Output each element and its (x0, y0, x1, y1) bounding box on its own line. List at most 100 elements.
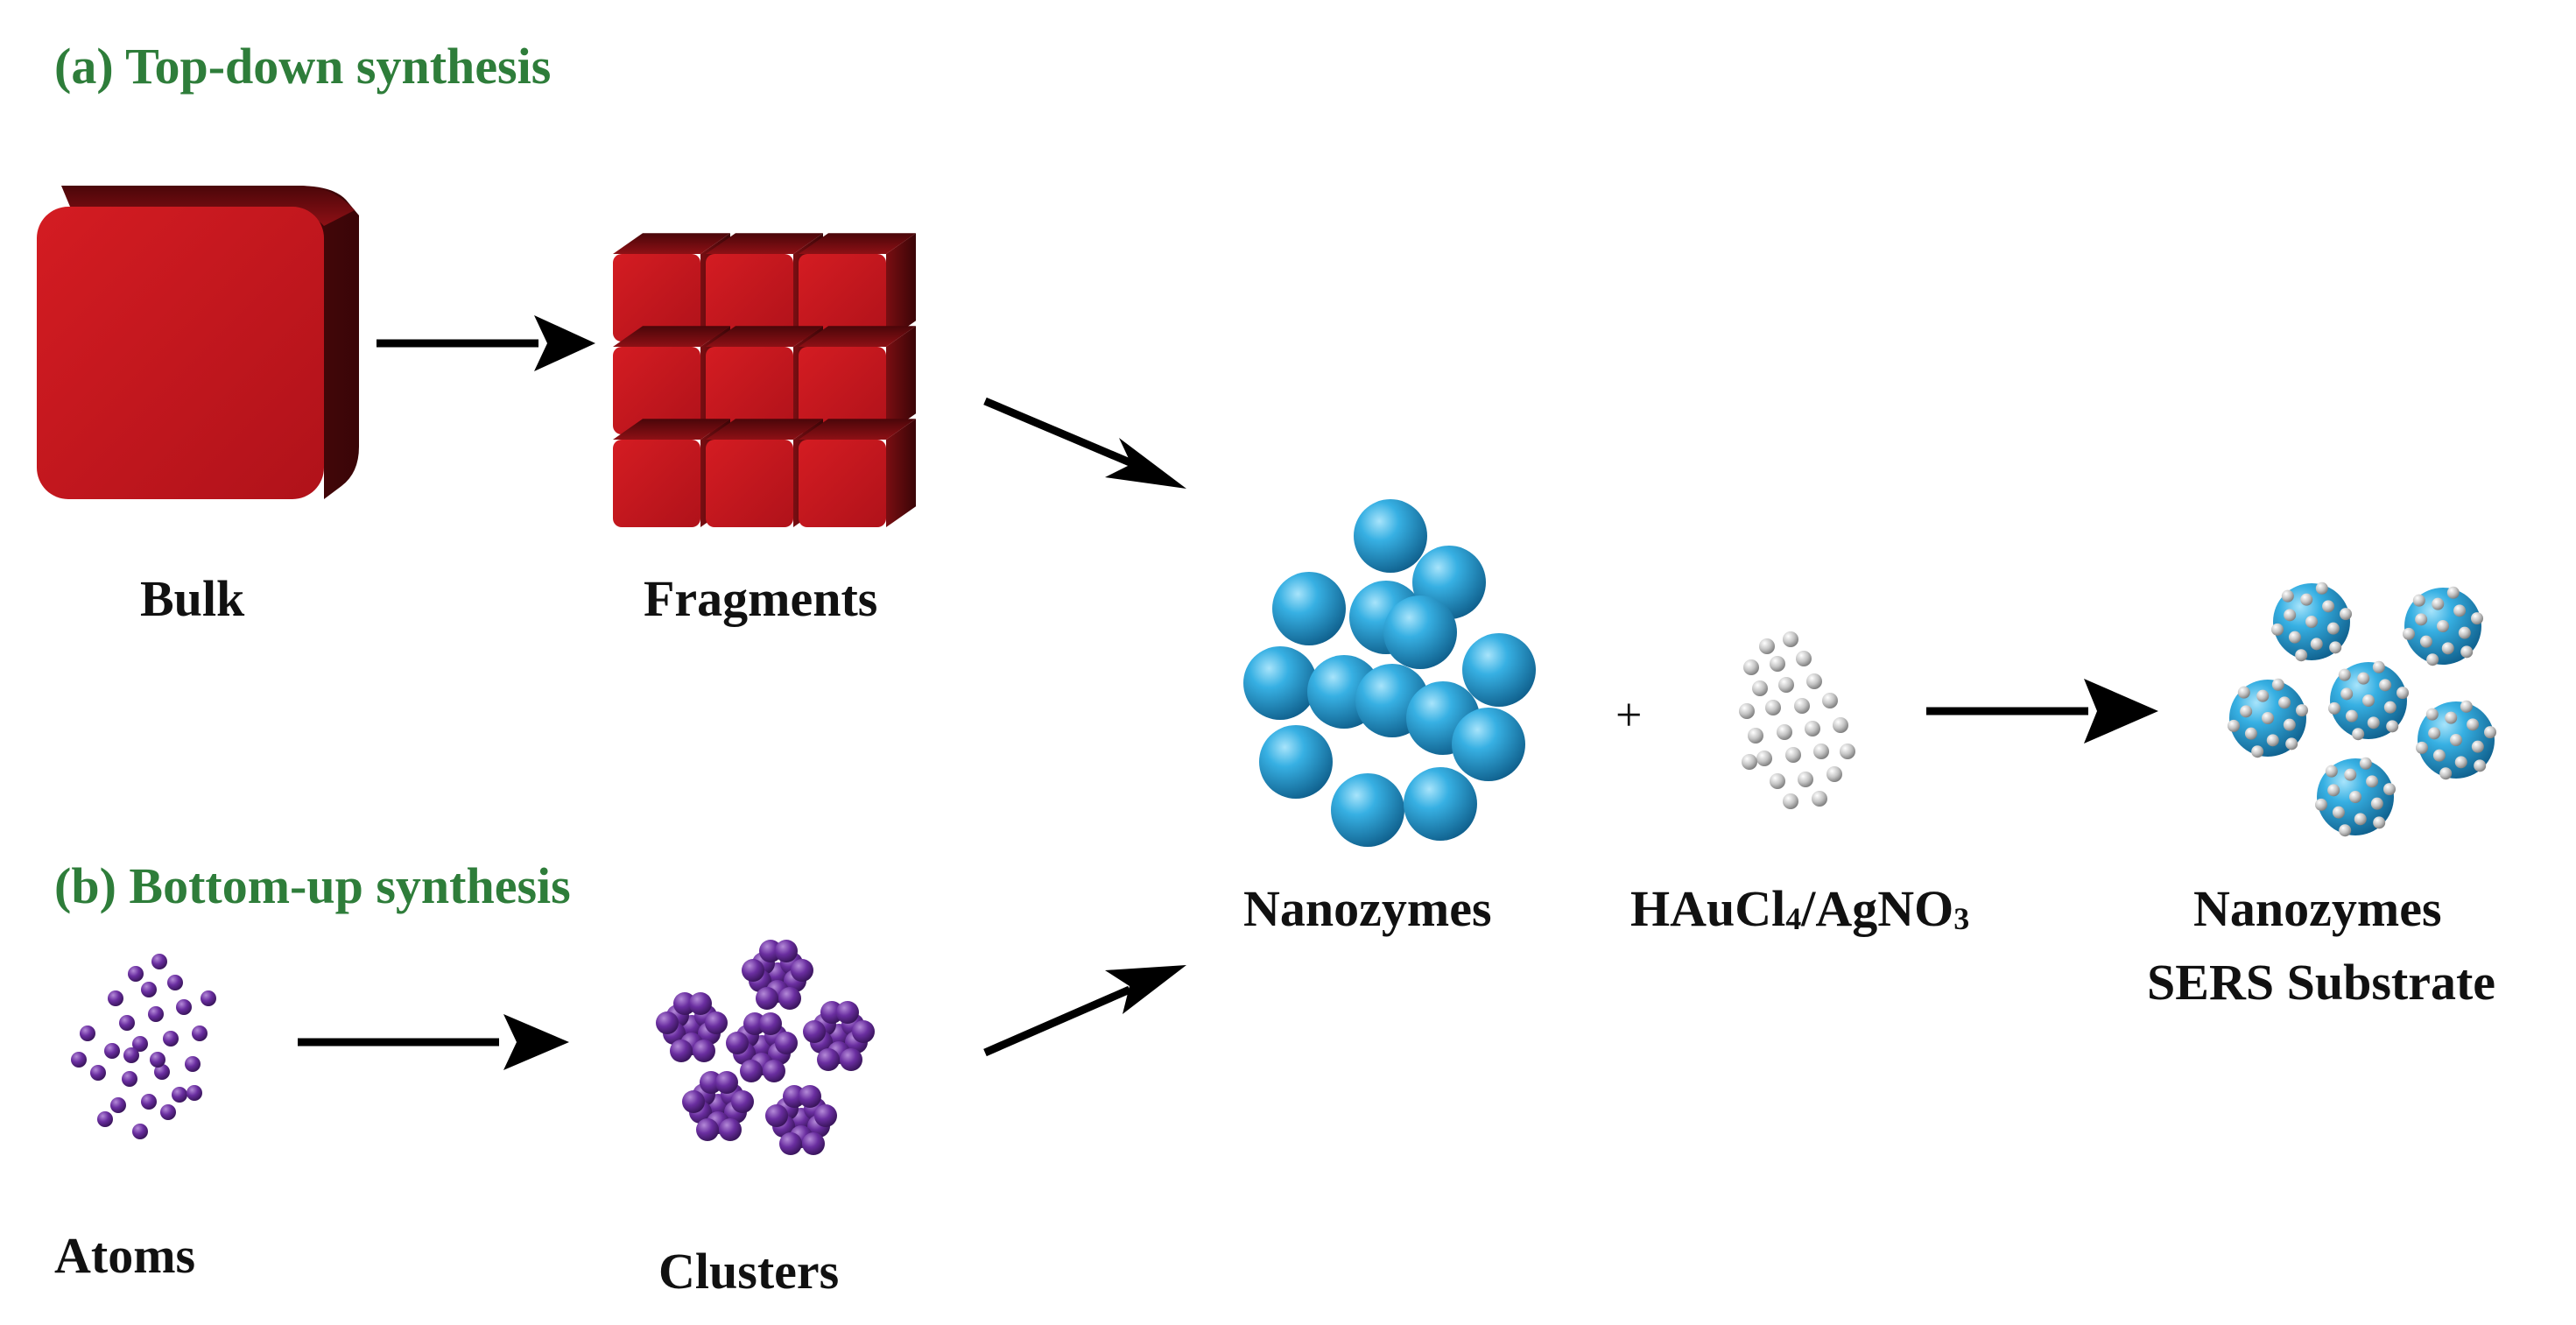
cluster-bead (673, 992, 696, 1015)
sers-substrate-icon (2227, 581, 2497, 837)
sers-stud (2373, 816, 2386, 829)
atom-dot (141, 1094, 157, 1110)
cluster-bead (756, 987, 778, 1010)
reagent-part1: HAuCl (1630, 880, 1786, 937)
cluster-bead (705, 1011, 728, 1034)
atom-dot (187, 1085, 202, 1101)
sers-stud (2288, 631, 2301, 644)
sers-stud (2322, 600, 2335, 613)
cluster-bead (719, 1118, 742, 1141)
clusters-icon (656, 940, 875, 1155)
sers-stud (2340, 608, 2353, 621)
atom-dot (80, 1025, 95, 1041)
arrow-atoms-to-clusters-icon (298, 1014, 569, 1070)
cluster-bead (693, 1040, 715, 1062)
atom-dot (163, 1031, 179, 1047)
nanozyme-sphere (1331, 773, 1404, 847)
sers-stud (2266, 734, 2279, 747)
sers-stud (2251, 745, 2264, 758)
label-reagent: HAuCl4/AgNO3 (1630, 879, 1969, 938)
sers-stud (2426, 653, 2439, 666)
sers-stud (2271, 678, 2284, 691)
atom-dot (104, 1043, 120, 1059)
sers-stud (2425, 708, 2439, 721)
cluster-bead (840, 1048, 862, 1071)
sers-stud (2471, 740, 2484, 753)
sers-stud (2329, 641, 2342, 654)
reagent-sub1: 4 (1785, 900, 1802, 936)
sers-stud (2484, 726, 2497, 739)
atom-dot (160, 1104, 176, 1120)
cluster-bead (696, 1118, 719, 1141)
sers-stud (2300, 593, 2313, 606)
sers-stud (2460, 700, 2473, 713)
cluster-bead (817, 1048, 840, 1071)
sers-stud (2441, 642, 2454, 655)
sers-stud (2281, 589, 2294, 603)
sers-stud (2359, 757, 2372, 770)
cluster-bead (759, 940, 782, 962)
atom-dot (132, 1036, 148, 1052)
reagent-dot (1778, 677, 1794, 693)
sers-stud (2315, 581, 2328, 595)
reagent-dot (1805, 721, 1820, 737)
cluster-bead (775, 1032, 798, 1054)
reagent-dot (1783, 631, 1798, 647)
reagent-dot (1840, 744, 1855, 759)
nanozyme-sphere (1243, 646, 1317, 720)
sers-stud (2262, 712, 2274, 724)
arrow-clusters-to-nanozymes-icon (983, 965, 1186, 1057)
sers-stud (2285, 737, 2298, 751)
cluster-bead (778, 987, 801, 1010)
sers-stud (2432, 749, 2446, 762)
arrow-bulk-to-fragments-icon (377, 315, 595, 371)
nanozyme-sphere (1354, 499, 1427, 573)
sers-stud (2370, 797, 2383, 810)
sers-stud (2419, 635, 2432, 648)
arrows (298, 315, 2158, 1070)
sers-stud (2352, 728, 2365, 741)
reagent-particles-icon (1739, 631, 1855, 809)
sers-stud (2340, 687, 2354, 701)
sers-stud (2402, 627, 2415, 640)
sers-stud (2305, 616, 2318, 628)
reagent-dot (1833, 717, 1848, 733)
cluster-bead (682, 1090, 705, 1113)
sers-stud (2227, 719, 2240, 732)
cluster-bead (820, 1001, 843, 1024)
sers-stud (2256, 689, 2270, 702)
sers-stud (2367, 716, 2380, 729)
cluster-bead (836, 1001, 859, 1024)
atom-dot (108, 990, 123, 1006)
sers-stud (2450, 734, 2462, 746)
reagent-dot (1742, 754, 1757, 770)
sers-stud (2284, 609, 2297, 622)
heading-top-down: (a) Top-down synthesis (54, 38, 552, 95)
cluster-bead (670, 1040, 693, 1062)
reagent-dot (1794, 698, 1810, 714)
atom-dot (71, 1052, 87, 1068)
atom-dot (110, 1097, 126, 1113)
reagent-dot (1813, 744, 1829, 759)
sers-stud (2471, 612, 2484, 625)
sers-stud (2278, 696, 2291, 709)
cluster-bead (783, 1085, 806, 1108)
sers-stud (2372, 660, 2385, 673)
label-product-line2: SERS Substrate (2147, 954, 2496, 1011)
label-bulk: Bulk (140, 570, 245, 627)
sers-stud (2386, 720, 2399, 733)
sers-stud (2240, 705, 2253, 718)
reagent-part2: /AgNO (1801, 880, 1954, 937)
sers-stud (2412, 594, 2425, 607)
sers-stud (2432, 597, 2445, 610)
reagent-dot (1822, 693, 1838, 708)
sers-stud (2445, 711, 2458, 724)
reagent-dot (1777, 724, 1792, 740)
reagent-dot (1748, 728, 1763, 744)
reagent-dot (1739, 703, 1755, 719)
cluster-bead (763, 1060, 785, 1082)
cluster-bead (743, 1012, 766, 1035)
sers-stud (2454, 756, 2467, 769)
reagent-dot (1765, 700, 1781, 715)
